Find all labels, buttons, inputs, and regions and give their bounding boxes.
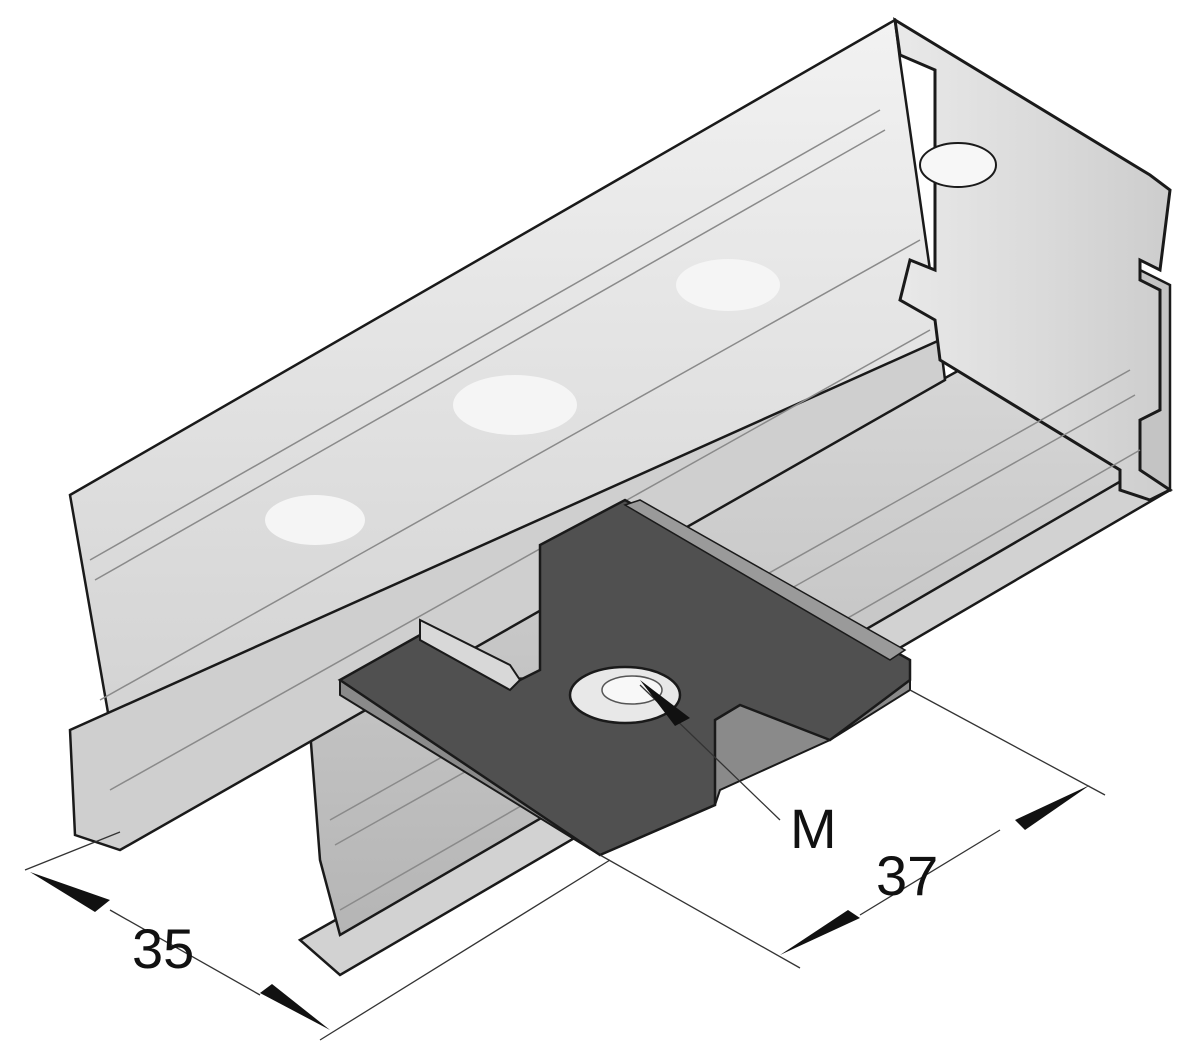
plate-tab <box>419 618 522 692</box>
dim-37-line <box>859 829 1001 916</box>
dim-35-ext-left <box>24 831 121 871</box>
arrow-m <box>640 680 690 726</box>
dim-37-ext-bottom <box>599 854 801 969</box>
rail-slot-hole <box>676 259 780 311</box>
dim-35-line <box>109 909 261 996</box>
arrow-37-top <box>1015 785 1090 830</box>
rail-slot-hole <box>265 495 365 545</box>
dim-35-ext-right <box>319 859 611 1041</box>
nut-plate <box>337 498 912 857</box>
arrow-35-right <box>260 984 330 1030</box>
dim-label-35: 35 <box>132 917 194 980</box>
rail-end-profile <box>893 17 1173 502</box>
dimension-arrows <box>30 680 1090 1030</box>
plate-tab <box>623 499 907 661</box>
dim-label-37: 37 <box>876 844 938 907</box>
arrow-35-left <box>30 872 110 912</box>
dim-label-m: M <box>790 797 837 860</box>
threaded-hole-inner <box>601 675 663 705</box>
arrow-37-bottom <box>780 910 860 955</box>
dim-37-ext-top <box>909 689 1106 796</box>
rail-slot-hole <box>919 142 997 188</box>
rail-slot-hole <box>453 375 577 435</box>
dimension-lines <box>24 684 1106 1041</box>
